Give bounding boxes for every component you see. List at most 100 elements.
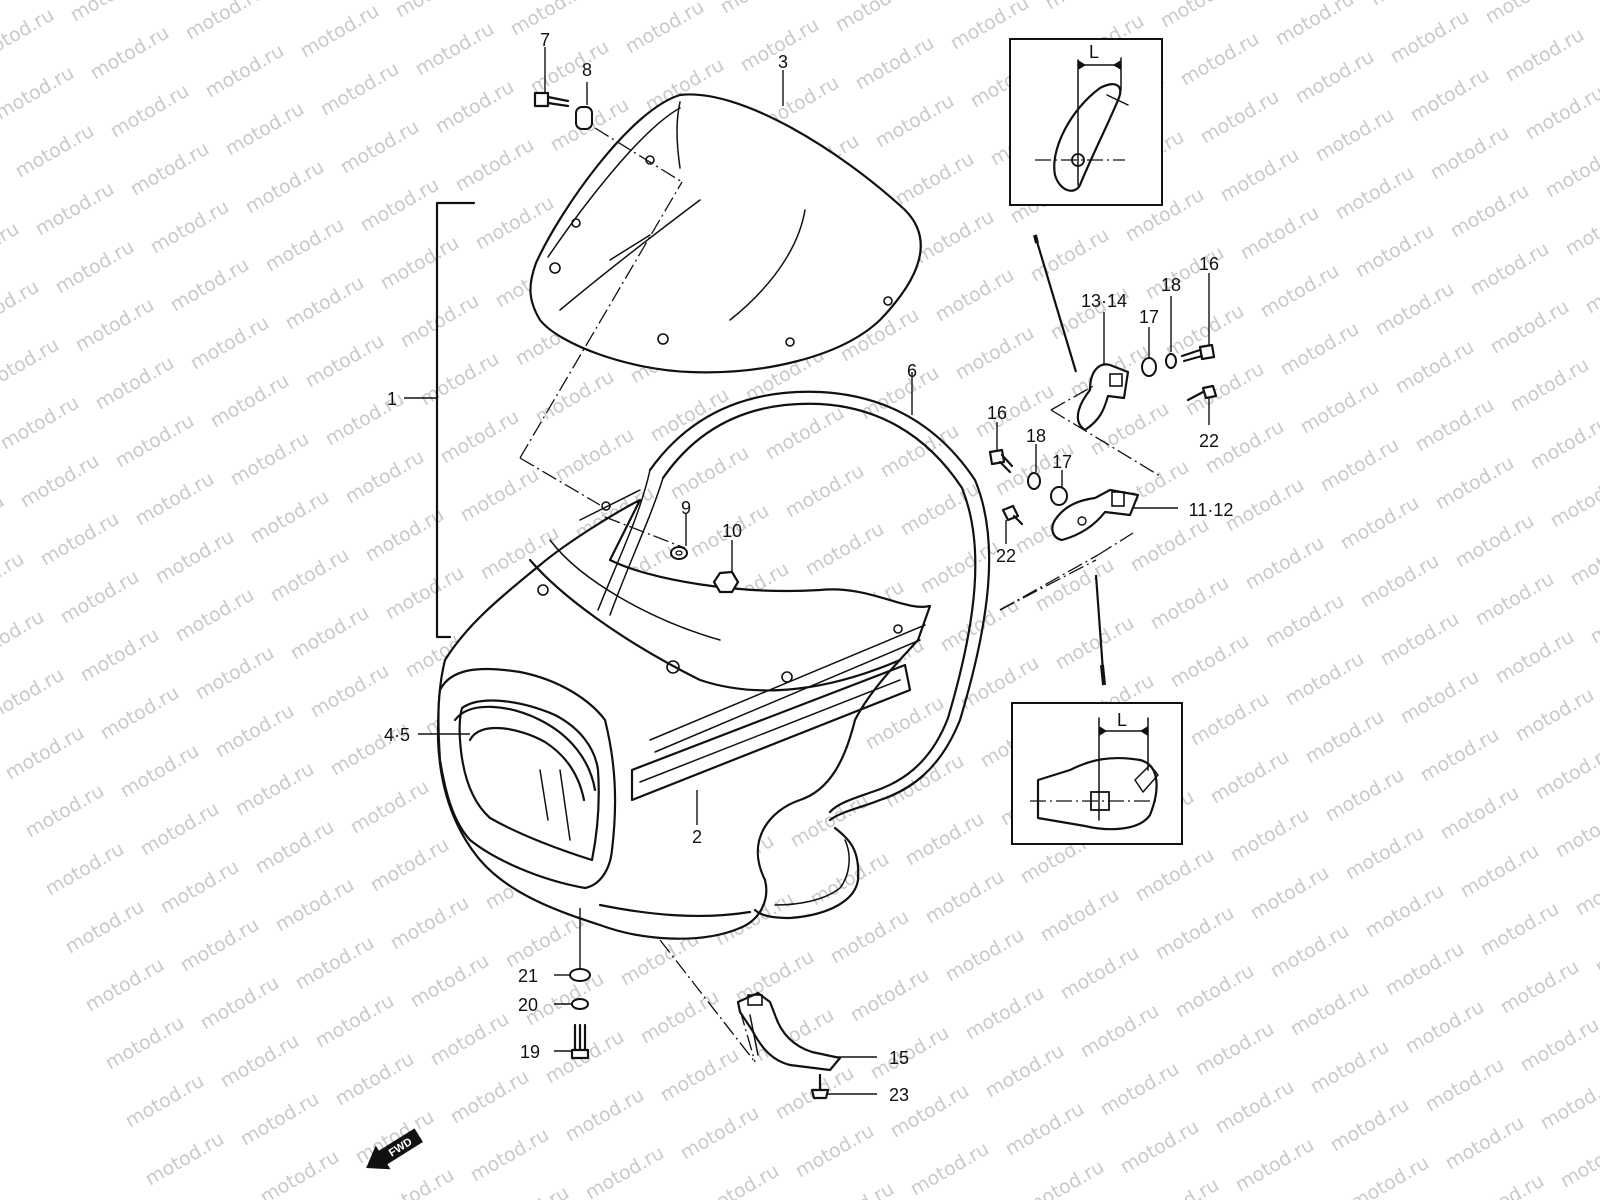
watermark-text: motod.ru (792, 1120, 878, 1183)
watermark-text: motod.ru (1132, 844, 1218, 907)
watermark-text: motod.ru (0, 548, 28, 611)
callout-17-right: 17 (1139, 307, 1159, 327)
watermark-text: motod.ru (1547, 470, 1600, 533)
callout-labels: 1 2 3 4·5 6 7 8 9 10 11·12 13·14 15 16 1… (384, 30, 1233, 1105)
watermark-text: motod.ru (147, 196, 233, 259)
watermark-text: motod.ru (257, 1146, 343, 1200)
callout-23: 23 (889, 1085, 909, 1105)
watermark-text: motod.ru (1237, 202, 1323, 265)
watermark-text: motod.ru (57, 566, 143, 629)
detail-view-top: L (1009, 38, 1163, 206)
watermark-text: motod.ru (62, 896, 148, 959)
watermark-text: motod.ru (232, 758, 318, 821)
watermark-text: motod.ru (1302, 706, 1388, 769)
watermark-text: motod.ru (1467, 238, 1553, 301)
watermark-text: motod.ru (87, 22, 173, 85)
watermark-text: motod.ru (197, 972, 283, 1035)
watermark-text: motod.ru (1172, 960, 1258, 1023)
watermark-text: motod.ru (1597, 0, 1600, 46)
watermark-text: motod.ru (387, 892, 473, 955)
watermark-text: motod.ru (1147, 572, 1233, 635)
watermark-text: motod.ru (1512, 684, 1598, 747)
watermark-text: motod.ru (1052, 612, 1138, 675)
watermark-text: motod.ru (1287, 978, 1373, 1041)
watermark-text: motod.ru (2, 722, 88, 785)
watermark-text: motod.ru (0, 62, 78, 125)
watermark-text: motod.ru (907, 1138, 993, 1200)
watermark-text: motod.ru (1437, 782, 1523, 845)
watermark-text: motod.ru (1292, 46, 1378, 109)
watermark-text: motod.ru (1397, 666, 1483, 729)
watermark-text: motod.ru (1077, 1000, 1163, 1063)
watermark-text: motod.ru (287, 602, 373, 665)
watermark-text: motod.ru (347, 776, 433, 839)
watermark-text: motod.ru (1457, 840, 1543, 903)
watermark-text: motod.ru (1187, 688, 1273, 751)
watermark-text: motod.ru (867, 1022, 953, 1085)
watermark-text: motod.ru (262, 214, 348, 277)
watermark-text: motod.ru (122, 1070, 208, 1133)
watermark-text: motod.ru (412, 18, 498, 81)
watermark-text: motod.ru (1332, 162, 1418, 225)
watermark-text: motod.ru (1182, 358, 1268, 421)
watermark-text: motod.ru (1497, 956, 1583, 1019)
watermark-text: motod.ru (1272, 0, 1358, 50)
watermark-text: motod.ru (1352, 220, 1438, 283)
watermark-text: motod.ru (872, 90, 958, 153)
callout-3: 3 (778, 52, 788, 72)
watermark-text: motod.ru (622, 0, 708, 58)
watermark-text: motod.ru (267, 544, 353, 607)
callout-9: 9 (681, 498, 691, 518)
callout-22-right: 22 (1199, 431, 1219, 451)
watermark-text: motod.ru (1247, 862, 1333, 925)
watermark-text: motod.ru (332, 1048, 418, 1111)
watermark-text: motod.ru (0, 276, 43, 339)
detail-bottom-dimension-label: L (1117, 710, 1127, 730)
callout-11-12: 11·12 (1189, 500, 1234, 520)
watermark-text: motod.ru (207, 370, 293, 433)
watermark-text: motod.ru (1482, 0, 1568, 28)
watermark-text: motod.ru (0, 218, 23, 281)
watermark-text: motod.ru (177, 914, 263, 977)
watermark-text: motod.ru (1002, 1098, 1088, 1161)
watermark-text: motod.ru (1362, 880, 1448, 943)
watermark-text: motod.ru (457, 464, 543, 527)
watermark-text: motod.ru (432, 76, 518, 139)
watermark-text: motod.ru (1492, 626, 1578, 689)
watermark-text: motod.ru (897, 478, 983, 541)
watermark-text: motod.ru (1127, 514, 1213, 577)
watermark-text: motod.ru (307, 660, 393, 723)
watermark-text: motod.ru (1282, 648, 1368, 711)
watermark-text: motod.ru (0, 0, 38, 8)
watermark-text: motod.ru (247, 486, 333, 549)
watermark-text: motod.ru (212, 700, 298, 763)
watermark-text: motod.ru (847, 964, 933, 1027)
watermark-text: motod.ru (857, 362, 943, 425)
watermark-text: motod.ru (1212, 1076, 1298, 1139)
watermark-text: motod.ru (677, 1102, 763, 1165)
watermark-text: motod.ru (1357, 550, 1443, 613)
leader-lines (418, 47, 1210, 1095)
watermark-text: motod.ru (222, 98, 308, 161)
watermark-text: motod.ru (302, 330, 388, 393)
watermark-text: motod.ru (1177, 28, 1263, 91)
watermark-text: motod.ru (0, 160, 3, 223)
watermark-text: motod.ru (217, 1030, 303, 1093)
callout-15: 15 (889, 1048, 909, 1068)
watermark-text: motod.ru (32, 178, 118, 241)
watermark-text: motod.ru (697, 1160, 783, 1200)
bracket-11-12 (1051, 488, 1140, 542)
watermark-text: motod.ru (1307, 1036, 1393, 1099)
watermark-text: motod.ru (272, 874, 358, 937)
watermark-text: motod.ru (367, 834, 453, 897)
watermark-text: motod.ru (1382, 938, 1468, 1001)
watermark-text: motod.ru (22, 780, 108, 843)
watermark-text: motod.ru (407, 950, 493, 1013)
watermark-text: motod.ru (1377, 608, 1463, 671)
watermark-text: motod.ru (237, 1088, 323, 1151)
callout-19: 19 (520, 1042, 540, 1062)
watermark-text: motod.ru (1267, 920, 1353, 983)
watermark-text: motod.ru (1217, 144, 1303, 207)
watermark-text: motod.ru (342, 446, 428, 509)
watermark-text: motod.ru (1537, 1072, 1600, 1135)
